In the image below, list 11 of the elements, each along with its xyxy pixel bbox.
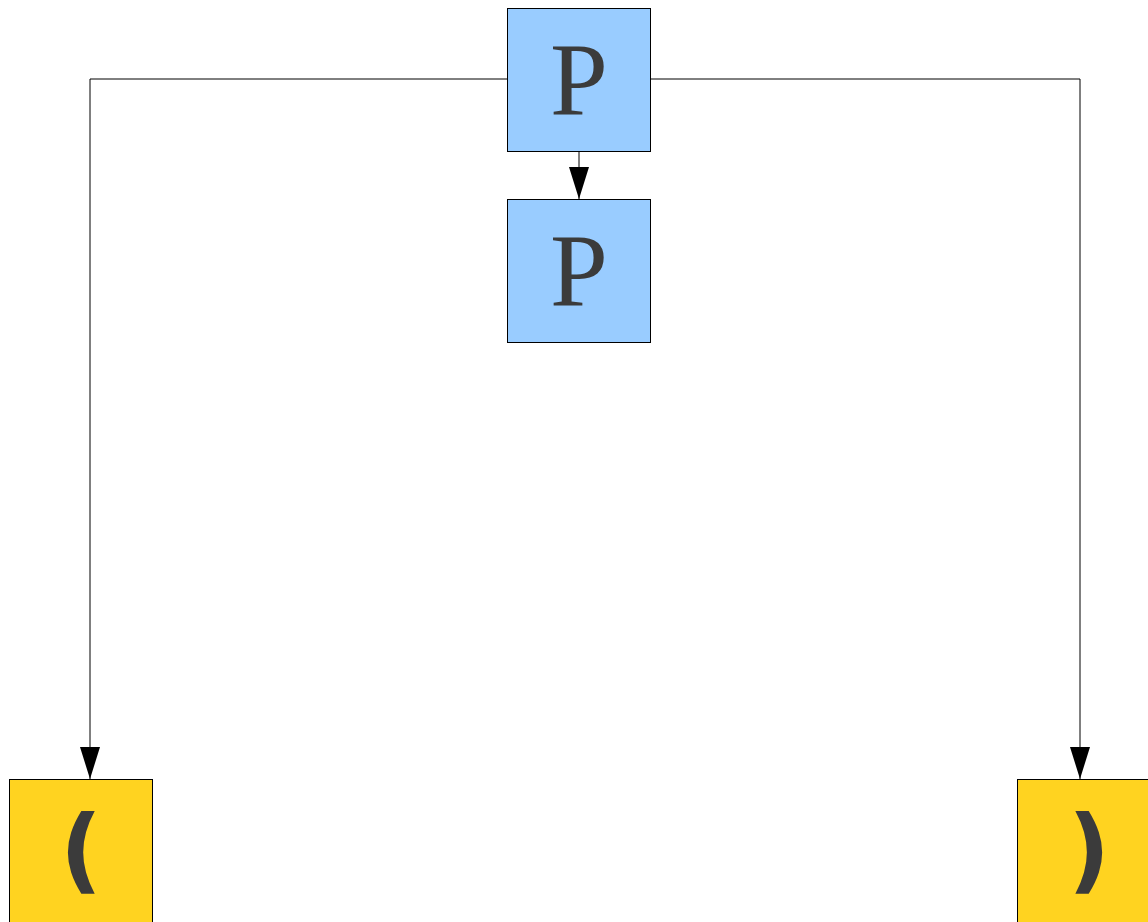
process-box — [507, 199, 651, 343]
arrow — [650, 78, 1090, 780]
node-label: P — [550, 219, 608, 323]
arrow — [80, 78, 508, 780]
process-box — [507, 8, 651, 152]
bracket-box — [9, 779, 153, 922]
node-label: ( — [59, 805, 102, 897]
arrow — [569, 151, 589, 200]
bracket-box — [1017, 779, 1148, 922]
node-label: ) — [1067, 805, 1110, 897]
node-label: P — [550, 28, 608, 132]
